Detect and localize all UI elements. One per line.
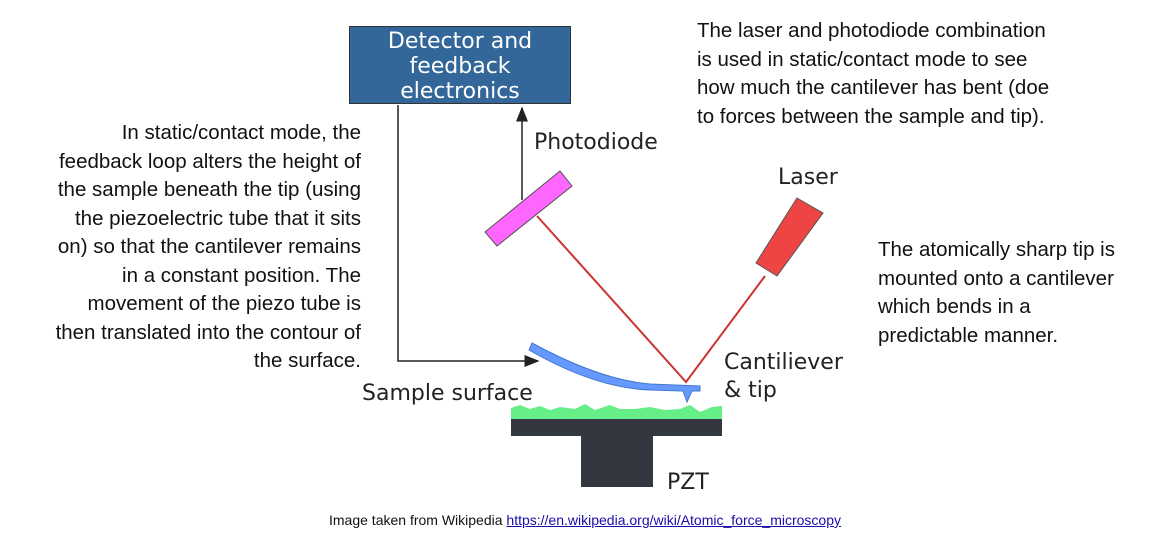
tip-label: & tip xyxy=(724,378,777,403)
pzt-tube xyxy=(581,436,653,487)
stage-plate xyxy=(511,419,722,436)
wikipedia-link[interactable]: https://en.wikipedia.org/wiki/Atomic_for… xyxy=(506,512,841,528)
photodiode xyxy=(484,170,573,247)
laser-beam xyxy=(536,215,766,384)
laser-label: Laser xyxy=(778,165,838,190)
laser-source xyxy=(755,197,824,277)
top-right-note: The laser and photodiode combination is … xyxy=(697,19,1050,128)
cantilever-label: Cantiliever xyxy=(724,350,843,375)
detector-line: Detector and xyxy=(387,29,533,54)
right-note: The atomically sharp tip is mounted onto… xyxy=(878,238,1115,347)
detector-box: Detector and feedback electronics xyxy=(349,26,571,104)
detector-line: feedback xyxy=(409,54,511,79)
detector-line: electronics xyxy=(400,79,520,104)
sample-surface-label: Sample surface xyxy=(362,381,533,406)
pzt-label: PZT xyxy=(667,470,709,495)
feedback-arrow xyxy=(397,105,540,367)
left-note: In static/contact mode, the feedback loo… xyxy=(55,121,361,372)
sample-surface xyxy=(511,404,722,419)
photodiode-label: Photodiode xyxy=(534,130,658,155)
footer-text: Image taken from Wikipedia xyxy=(329,512,507,528)
cantilever xyxy=(528,342,701,404)
footer: Image taken from Wikipedia https://en.wi… xyxy=(0,512,1170,528)
